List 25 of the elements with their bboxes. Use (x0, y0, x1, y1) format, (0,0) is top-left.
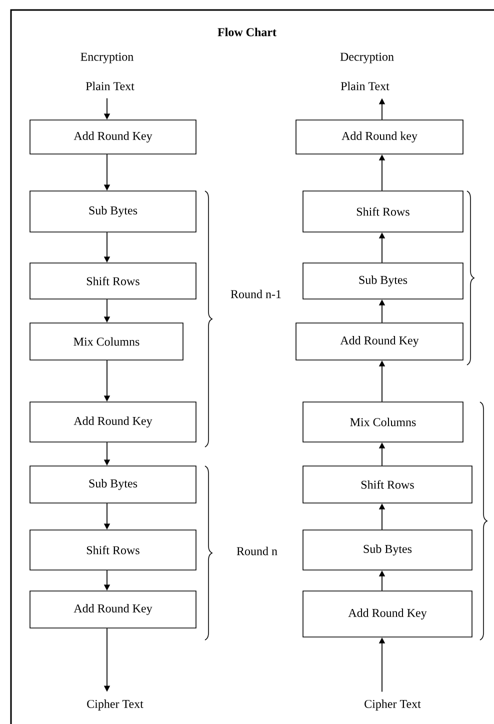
process-box: Add Round Key (30, 120, 196, 154)
column-heading: Encryption (80, 52, 134, 64)
process-box: Mix Columns (302, 402, 464, 442)
process-box: Add Round Key (296, 322, 464, 360)
process-box: Add Round Key (302, 590, 472, 638)
column-heading: Decryption (340, 52, 394, 64)
round-label: Round n (236, 546, 278, 556)
title: Flow Chart (218, 28, 276, 36)
process-box: Add Round key (296, 120, 464, 154)
process-box: Shift Rows (302, 190, 464, 232)
process-box: Sub Bytes (30, 190, 196, 232)
process-box: Mix Columns (30, 322, 184, 360)
terminal-text: Plain Text (86, 82, 134, 90)
terminal-text: Plain Text (340, 82, 390, 90)
round-label: Round n-1 (230, 290, 281, 298)
process-box: Sub Bytes (302, 262, 464, 300)
process-box: Add Round Key (30, 590, 196, 628)
process-box: Add Round Key (30, 402, 196, 442)
process-box: Shift Rows (30, 262, 196, 300)
process-box: Sub Bytes (302, 530, 472, 570)
process-box: Shift Rows (30, 530, 196, 570)
terminal-text: Cipher Text (87, 700, 144, 710)
process-box: Shift Rows (302, 466, 472, 504)
terminal-text: Cipher Text (364, 700, 421, 710)
process-box: Sub Bytes (30, 466, 196, 504)
